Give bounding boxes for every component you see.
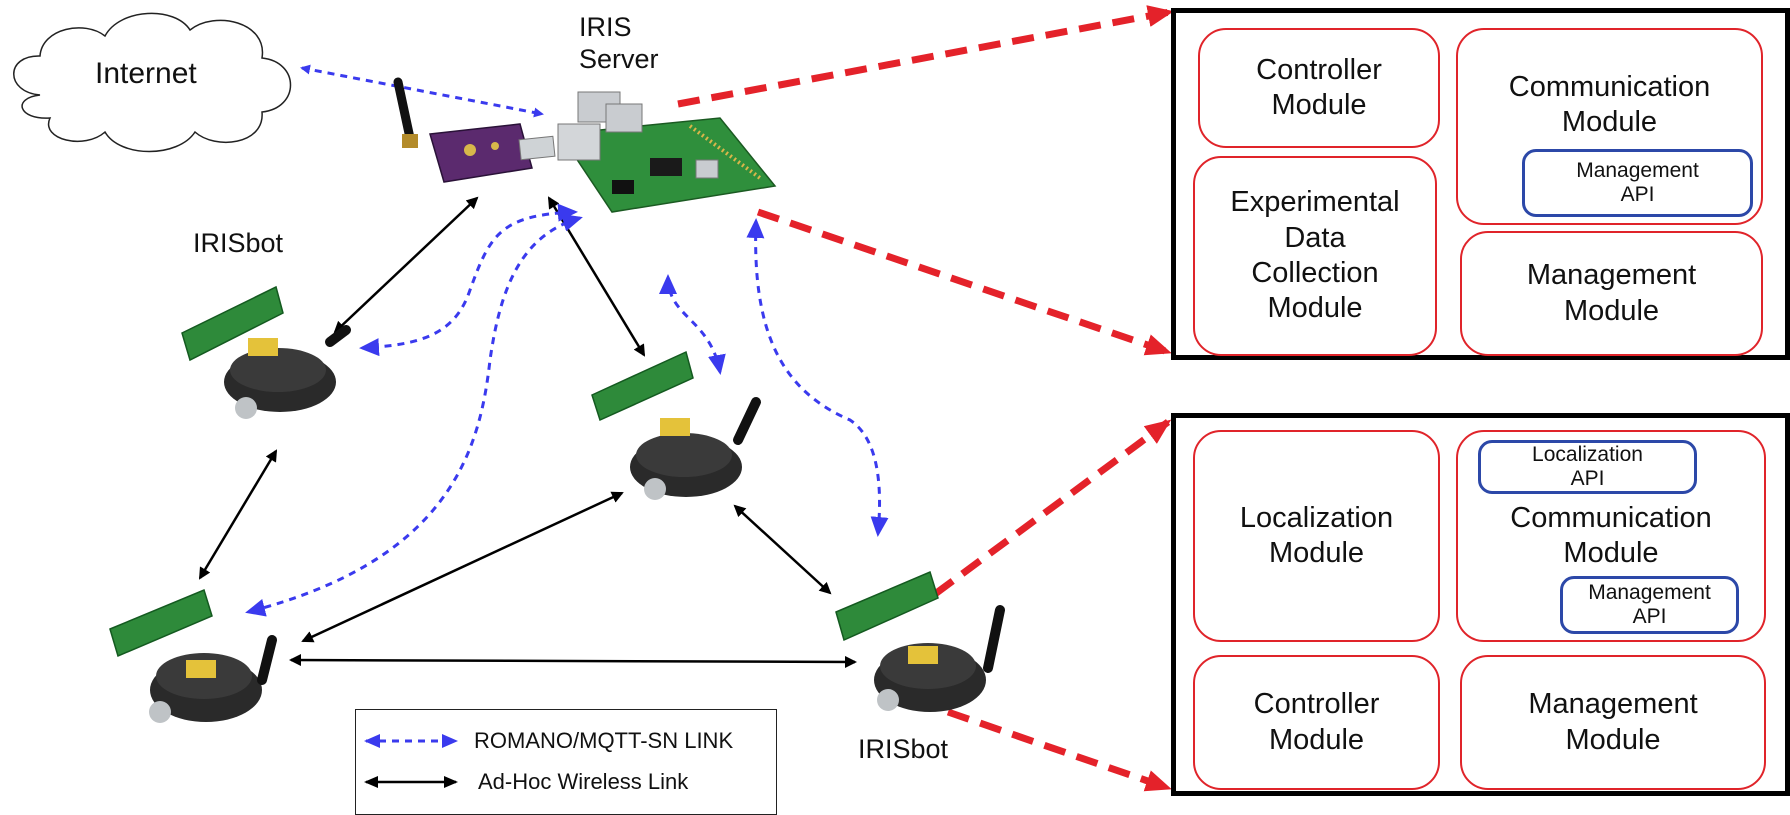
robot-2 <box>591 350 761 500</box>
internet-cloud <box>13 12 292 153</box>
legend-romano-label: ROMANO/MQTT-SN LINK <box>474 728 734 753</box>
legend: ROMANO/MQTT-SN LINK Ad-Hoc Wireless Link <box>355 709 777 815</box>
irisbot-module-panel: Localization Module Communication Module… <box>1171 413 1790 796</box>
link-bot3-bot2 <box>301 491 624 643</box>
bot-management-api: Management API <box>1560 576 1739 634</box>
server-management-module: Management Module <box>1460 231 1763 356</box>
link-server-bot2 <box>547 196 646 357</box>
iris-server-label: IRIS Server <box>579 12 659 74</box>
legend-adhoc-label: Ad-Hoc Wireless Link <box>478 769 689 794</box>
legend-swatches <box>364 734 458 788</box>
link-bot1-bot3 <box>198 449 278 580</box>
bot-management-module: Management Module <box>1460 655 1766 790</box>
romano-server-bot4 <box>746 218 889 537</box>
link-bot2-bot4 <box>733 504 832 595</box>
robot-3 <box>109 588 277 723</box>
robot-4 <box>835 570 1005 712</box>
server-management-api: Management API <box>1522 149 1753 217</box>
bot-localization-api: Localization API <box>1478 440 1697 494</box>
red-arrow-bot-bottom <box>946 708 1172 792</box>
irisbot-label-left: IRISbot <box>193 228 284 258</box>
bot-localization-module: Localization Module <box>1193 430 1440 642</box>
romano-server-bot3 <box>245 213 583 617</box>
link-internet-server <box>300 64 544 118</box>
robot-1 <box>181 285 351 419</box>
internet-label: Internet <box>95 57 197 90</box>
red-arrow-server-top <box>677 5 1174 108</box>
romano-server-bot1 <box>359 203 578 357</box>
irisbot-label-right: IRISbot <box>858 734 949 764</box>
raspberry-pi-server <box>557 91 777 213</box>
red-arrow-server-bottom <box>756 208 1172 356</box>
red-arrow-bot-top <box>932 419 1172 597</box>
link-dongle-bot1 <box>333 196 479 334</box>
bot-controller-module: Controller Module <box>1193 655 1440 790</box>
server-controller-module: Controller Module <box>1198 28 1440 148</box>
usb-dongle <box>393 77 556 183</box>
server-module-panel: Controller Module Communication Module M… <box>1171 8 1790 360</box>
server-experimental-data-collection-module: Experimental Data Collection Module <box>1193 156 1437 356</box>
link-bot3-bot4 <box>289 654 857 668</box>
romano-server-bot2 <box>659 274 726 375</box>
